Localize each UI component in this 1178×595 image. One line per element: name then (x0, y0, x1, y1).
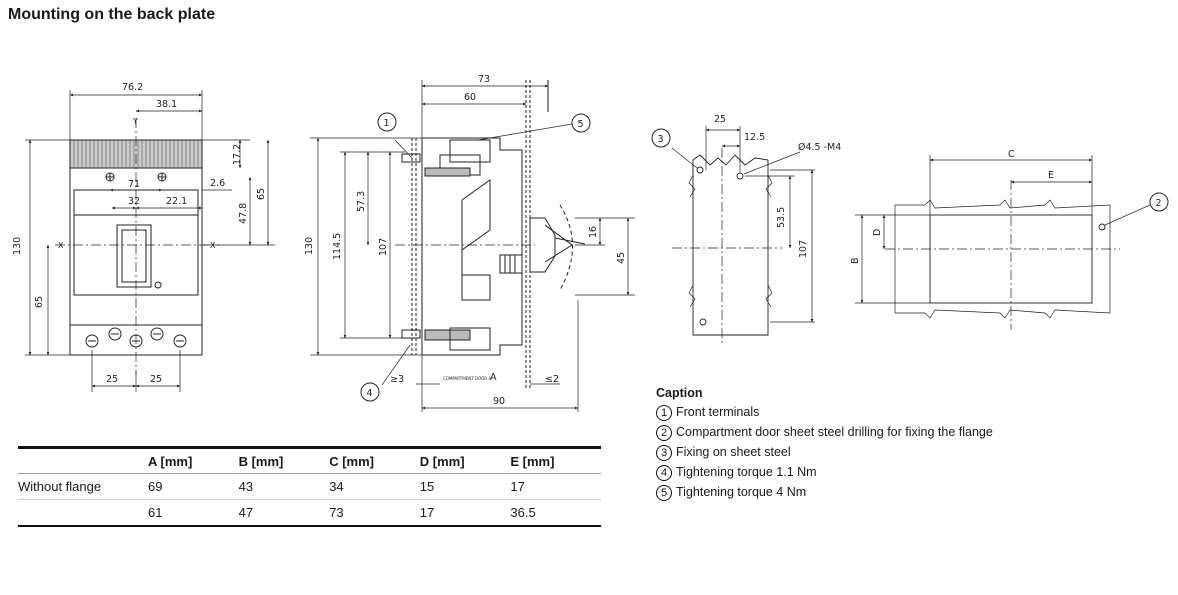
svg-text:3: 3 (658, 134, 664, 145)
dim-label: 38.1 (156, 99, 177, 110)
dim-label: E (1048, 170, 1054, 181)
caption-text: Compartment door sheet steel drilling fo… (676, 425, 993, 439)
table-row: Without flange 69 43 34 15 17 (18, 474, 601, 500)
dim-label: 17.2 (232, 144, 243, 165)
side-view-labels: 73 60 57.3 114.5 130 107 16 45 ≥3 ≤2 90 … (304, 74, 627, 407)
table-cell: 47 (238, 505, 254, 520)
callout-2: 2 (1149, 192, 1169, 212)
callout-1: 1 (377, 112, 397, 132)
caption-title: Caption (656, 386, 703, 400)
table-header: C [mm] (329, 453, 374, 469)
dim-label: 57.3 (356, 191, 367, 212)
dim-label: 25 (150, 374, 162, 385)
caption-number: 1 (656, 405, 672, 421)
table-cell: 34 (329, 479, 344, 494)
caption-number: 5 (656, 485, 672, 501)
dim-label: ≥3 (390, 374, 404, 385)
dim-label: 47.8 (238, 203, 249, 224)
caption-text: Fixing on sheet steel (676, 445, 791, 459)
dim-label: 73 (478, 74, 490, 85)
dim-label: C (1008, 149, 1015, 160)
dim-label: ≤2 (545, 374, 559, 385)
dim-label: 12.5 (744, 132, 765, 143)
caption-number: 2 (656, 425, 672, 441)
table-header-row: A [mm] B [mm] C [mm] D [mm] E [mm] (18, 446, 601, 474)
dim-label: B (850, 257, 861, 264)
callout-3: 3 (651, 128, 671, 148)
dim-label: A (490, 372, 497, 383)
dim-label: Ø4.5 -M4 (798, 142, 841, 153)
table-cell: 69 (148, 479, 163, 494)
caption-legend: Caption 1 Front terminals 2 Compartment … (656, 386, 996, 505)
caption-item: 2 Compartment door sheet steel drilling … (656, 425, 996, 441)
dim-label: 107 (378, 238, 389, 256)
table-row: 61 47 73 17 36.5 (18, 500, 601, 527)
page-title: Mounting on the back plate (8, 6, 216, 23)
dim-label: 71 (128, 179, 140, 190)
drill-view-dimensions (671, 126, 815, 323)
dim-label: 25 (106, 374, 118, 385)
door-note: COMPARTMENT DOOR A (443, 376, 491, 381)
svg-text:5: 5 (578, 119, 584, 130)
caption-text: Tightening torque 4 Nm (676, 485, 807, 499)
dim-label: 16 (588, 226, 599, 238)
cutout-view (885, 180, 1120, 330)
table-cell: 43 (238, 479, 254, 494)
axis-label: Y (132, 117, 138, 126)
caption-item: 5 Tightening torque 4 Nm (656, 485, 996, 501)
side-view (395, 80, 586, 390)
callout-5: 5 (571, 113, 591, 133)
cutout-view-dimensions (855, 155, 1151, 304)
dimensions-table: A [mm] B [mm] C [mm] D [mm] E [mm] Witho… (18, 446, 601, 527)
dim-label: 76.2 (122, 82, 143, 93)
dim-label: 45 (616, 252, 627, 264)
caption-item: 3 Fixing on sheet steel (656, 445, 996, 461)
drill-view (672, 148, 782, 345)
dim-label: 130 (12, 237, 23, 255)
axis-label: X (210, 241, 216, 250)
drill-view-labels: 25 12.5 Ø4.5 -M4 53.5 107 3 (651, 114, 841, 258)
table-cell: 61 (148, 505, 163, 520)
dim-label: 65 (256, 188, 267, 200)
dim-label: 107 (798, 240, 809, 258)
caption-number: 4 (656, 465, 672, 481)
dim-label: 2.6 (210, 178, 225, 189)
svg-text:2: 2 (1156, 198, 1162, 209)
callout-4: 4 (360, 382, 380, 402)
caption-item: 1 Front terminals (656, 405, 996, 421)
table-cell: 73 (329, 505, 344, 520)
dim-label: 65 (34, 296, 45, 308)
axis-label: X (58, 241, 64, 250)
front-view (55, 118, 220, 375)
dim-label: 32 (128, 196, 140, 207)
caption-text: Front terminals (676, 405, 760, 419)
table-cell: 36.5 (510, 505, 536, 520)
caption-item: 4 Tightening torque 1.1 Nm (656, 465, 996, 481)
svg-text:1: 1 (384, 118, 390, 129)
table-header: D [mm] (419, 453, 465, 469)
table-header: A [mm] (148, 453, 193, 469)
front-view-labels: 76.2 38.1 17.2 2.6 71 32 22.1 47.8 65 13… (12, 82, 267, 385)
table-header: E [mm] (510, 453, 555, 469)
side-view-dimensions (310, 80, 635, 412)
table-cell: 15 (419, 479, 435, 494)
dim-label: 53.5 (776, 207, 787, 228)
dim-label: 60 (464, 92, 476, 103)
caption-text: Tightening torque 1.1 Nm (676, 465, 817, 479)
dim-label: 130 (304, 237, 315, 255)
front-view-dimensions (25, 90, 275, 392)
dim-label: 22.1 (166, 196, 187, 207)
dim-label: D (872, 229, 883, 236)
table-header: B [mm] (238, 453, 284, 469)
dim-label: 114.5 (332, 233, 343, 260)
svg-text:4: 4 (367, 388, 373, 399)
cutout-view-labels: C E D B 2 (850, 149, 1169, 264)
table-cell: 17 (419, 505, 435, 520)
dim-label: 25 (714, 114, 726, 125)
dim-label: 90 (493, 396, 505, 407)
caption-number: 3 (656, 445, 672, 461)
table-cell: Without flange (18, 479, 102, 494)
table-cell: 17 (510, 479, 525, 494)
